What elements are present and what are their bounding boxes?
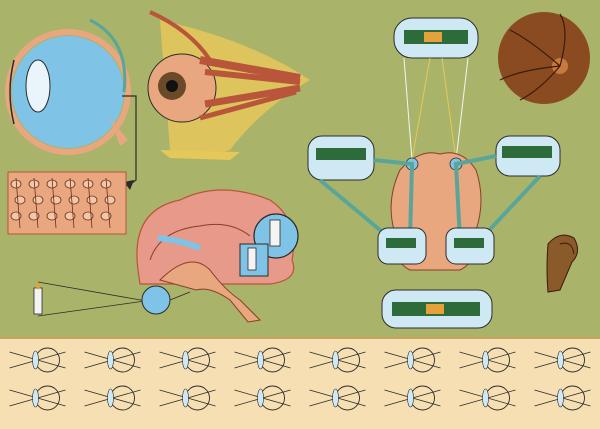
optics-diagram: [459, 347, 516, 411]
optics-diagram: [9, 347, 66, 411]
brain-icon: [136, 189, 299, 323]
lower-background: [0, 338, 600, 429]
optics-diagram: [534, 347, 591, 411]
candle-icon: [33, 281, 191, 317]
eye-section-icon: [5, 18, 137, 190]
optic-pathway-icon: [307, 17, 561, 329]
optics-diagram: [384, 347, 441, 411]
fundus-icon: [498, 12, 590, 104]
optics-diagram: [234, 347, 291, 411]
optics-diagram: [84, 347, 141, 411]
optics-diagram: [159, 347, 216, 411]
optics-diagram: [309, 347, 366, 411]
optics-row: [9, 347, 591, 411]
ear-icon: [546, 234, 578, 293]
eye-muscle-icon: [147, 10, 310, 160]
retina-cells-icon: [7, 171, 127, 235]
